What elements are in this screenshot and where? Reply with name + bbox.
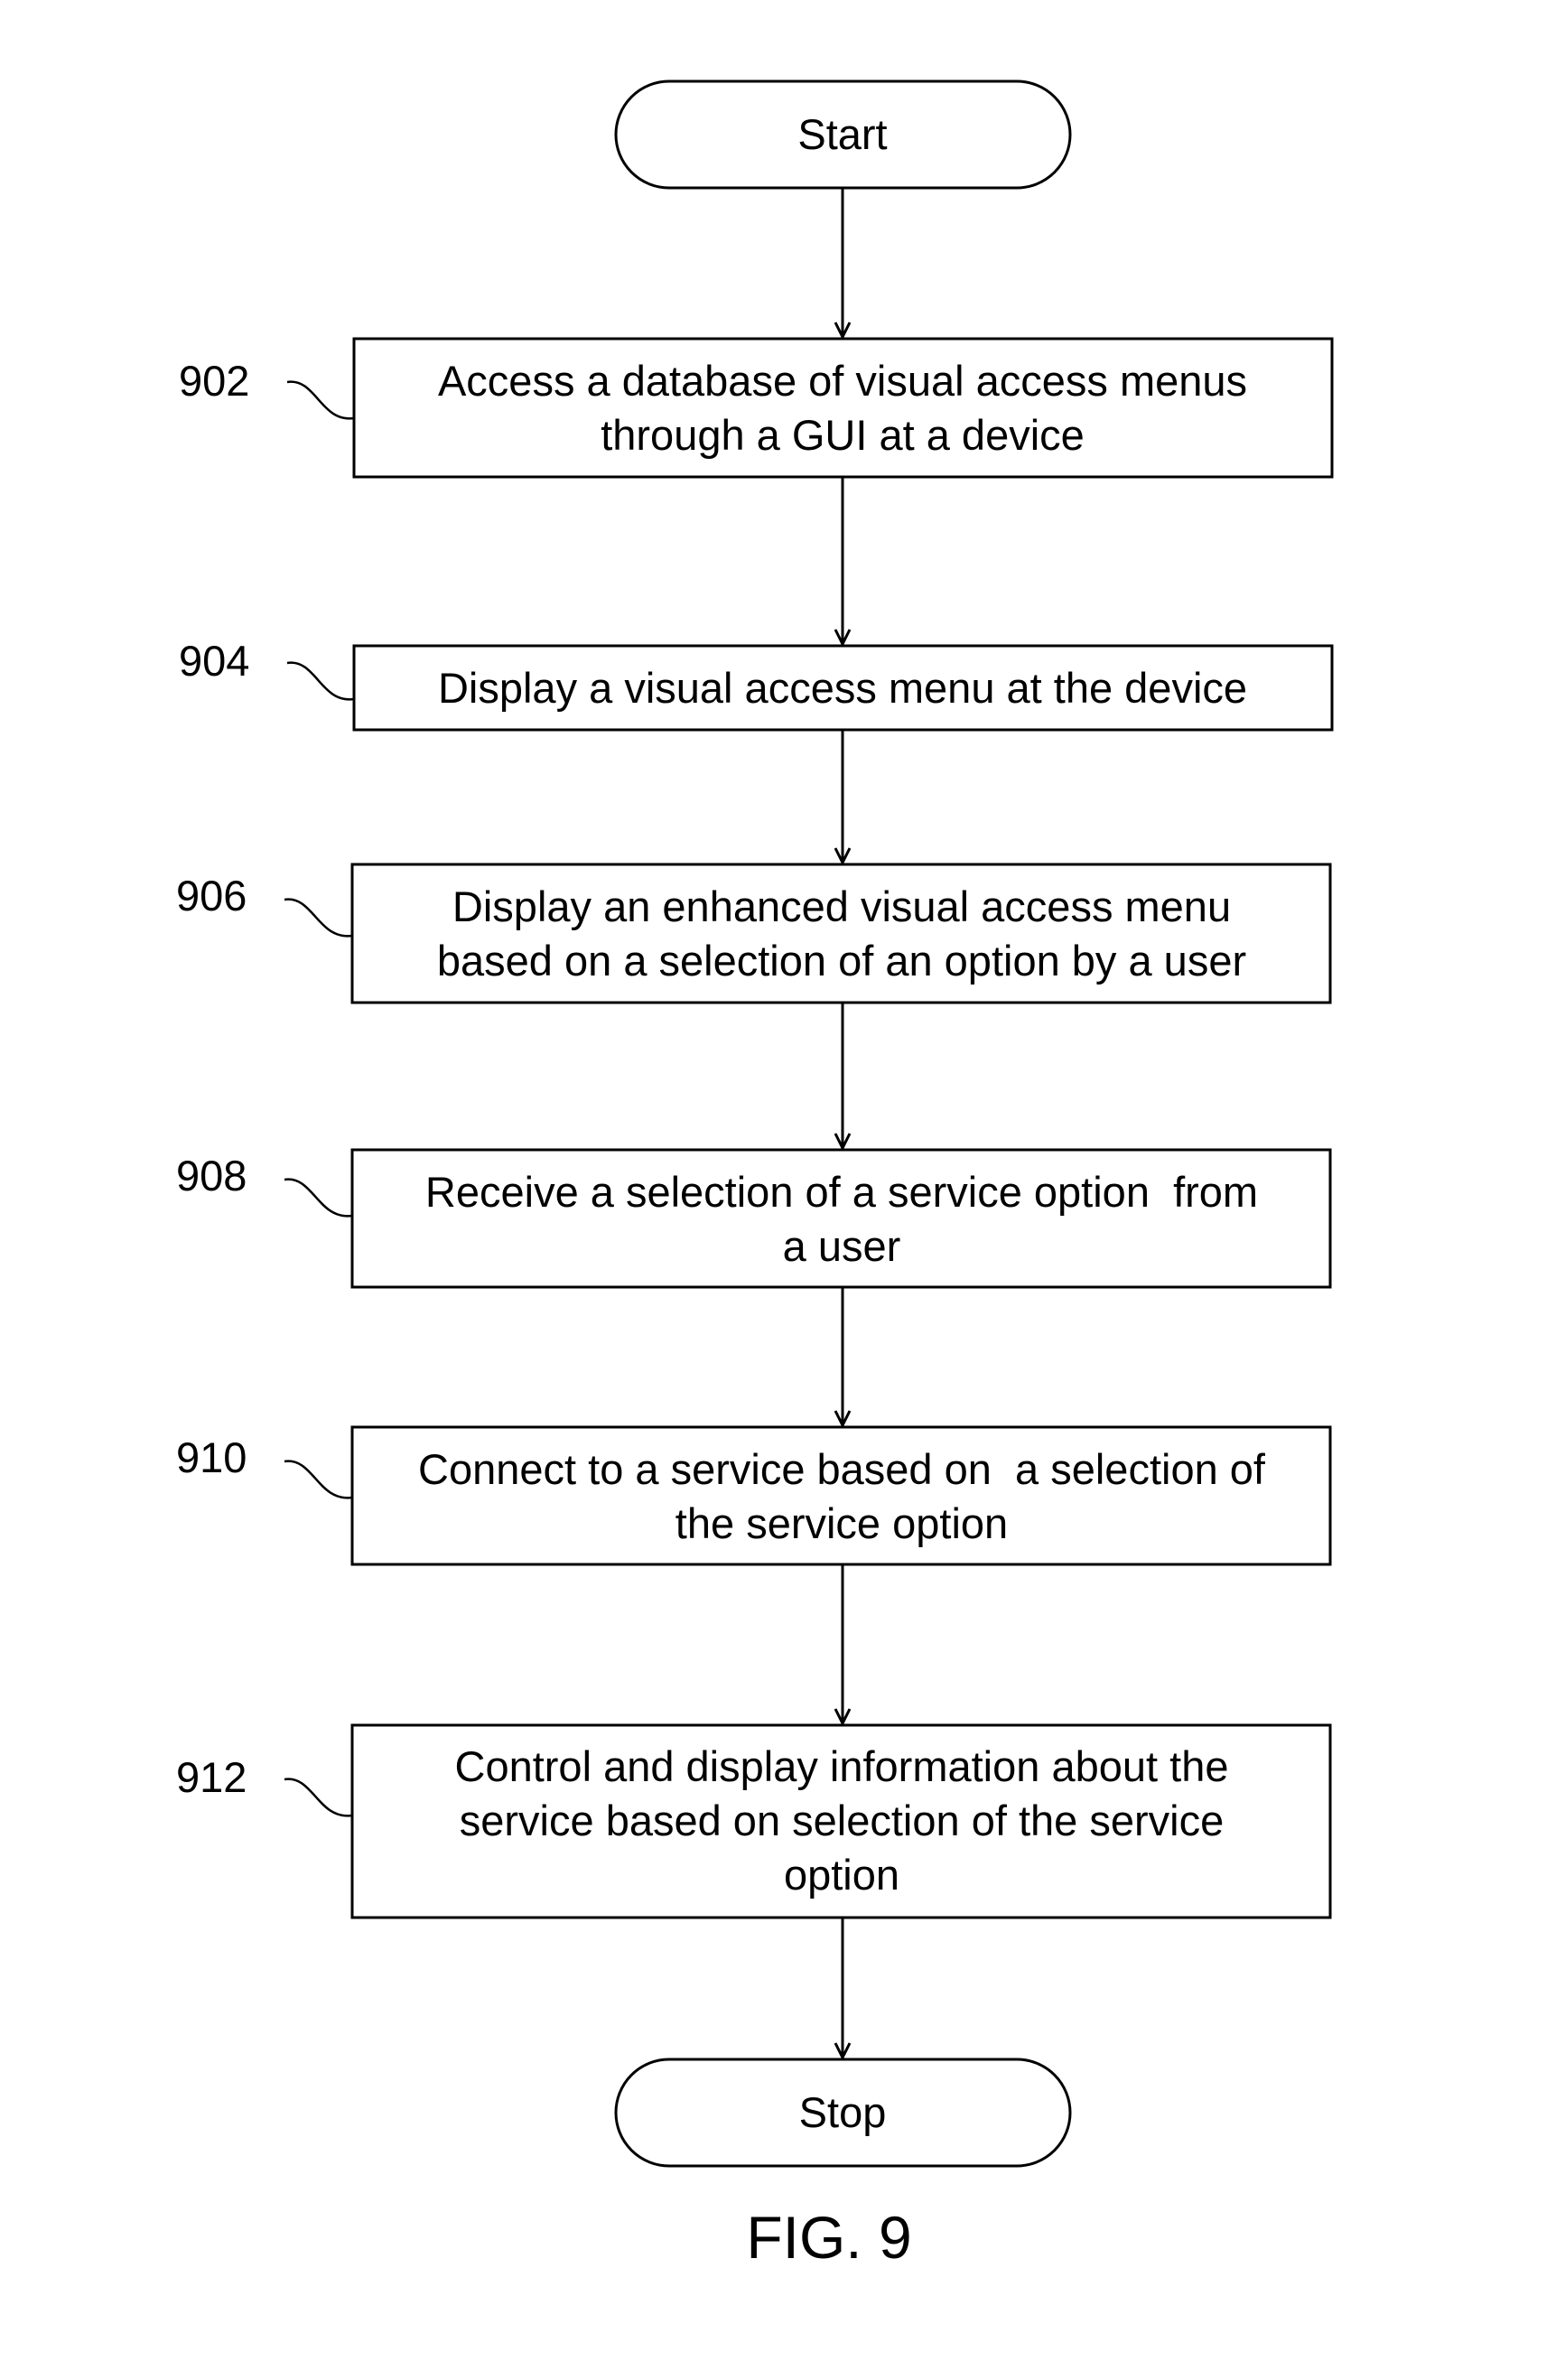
step-904: 904 Display a visual access menu at the … [179, 637, 1332, 730]
step-908-ref: 908 [176, 1152, 247, 1199]
leader-line-910 [284, 1461, 352, 1498]
start-label: Start [797, 110, 887, 158]
stop-terminator: Stop [616, 2059, 1070, 2166]
step-902-ref: 902 [179, 357, 249, 405]
leader-line-912 [284, 1779, 352, 1816]
step-902-line-1: Access a database of visual access menus [438, 357, 1247, 405]
step-906: 906 Display an enhanced visual access me… [176, 864, 1330, 1003]
step-902-line-2: through a GUI at a device [601, 411, 1085, 459]
step-910-line-2: the service option [675, 1499, 1008, 1547]
step-912: 912 Control and display information abou… [176, 1725, 1330, 1918]
step-912-ref: 912 [176, 1753, 247, 1801]
step-912-line-2: service based on selection of the servic… [460, 1797, 1224, 1844]
step-906-ref: 906 [176, 872, 247, 919]
leader-line-904 [287, 663, 354, 700]
leader-line-908 [284, 1180, 352, 1217]
leader-line-902 [287, 382, 354, 419]
step-912-line-3: option [784, 1851, 899, 1899]
stop-label: Stop [799, 2088, 887, 2136]
step-912-line-1: Control and display information about th… [455, 1742, 1229, 1790]
step-906-line-1: Display an enhanced visual access menu [452, 882, 1231, 930]
step-906-line-2: based on a selection of an option by a u… [437, 937, 1246, 985]
step-904-line-1: Display a visual access menu at the devi… [438, 664, 1247, 712]
step-904-ref: 904 [179, 637, 249, 685]
figure-label: FIG. 9 [746, 2204, 911, 2271]
step-908-line-2: a user [783, 1222, 901, 1270]
step-910-line-1: Connect to a service based on a selectio… [418, 1445, 1266, 1493]
step-910: 910 Connect to a service based on a sele… [176, 1427, 1330, 1564]
step-908: 908 Receive a selection of a service opt… [176, 1150, 1330, 1287]
step-908-line-1: Receive a selection of a service option … [425, 1168, 1258, 1216]
step-910-ref: 910 [176, 1433, 247, 1481]
start-terminator: Start [616, 81, 1070, 188]
leader-line-906 [284, 900, 352, 937]
step-902: 902 Access a database of visual access m… [179, 339, 1332, 477]
